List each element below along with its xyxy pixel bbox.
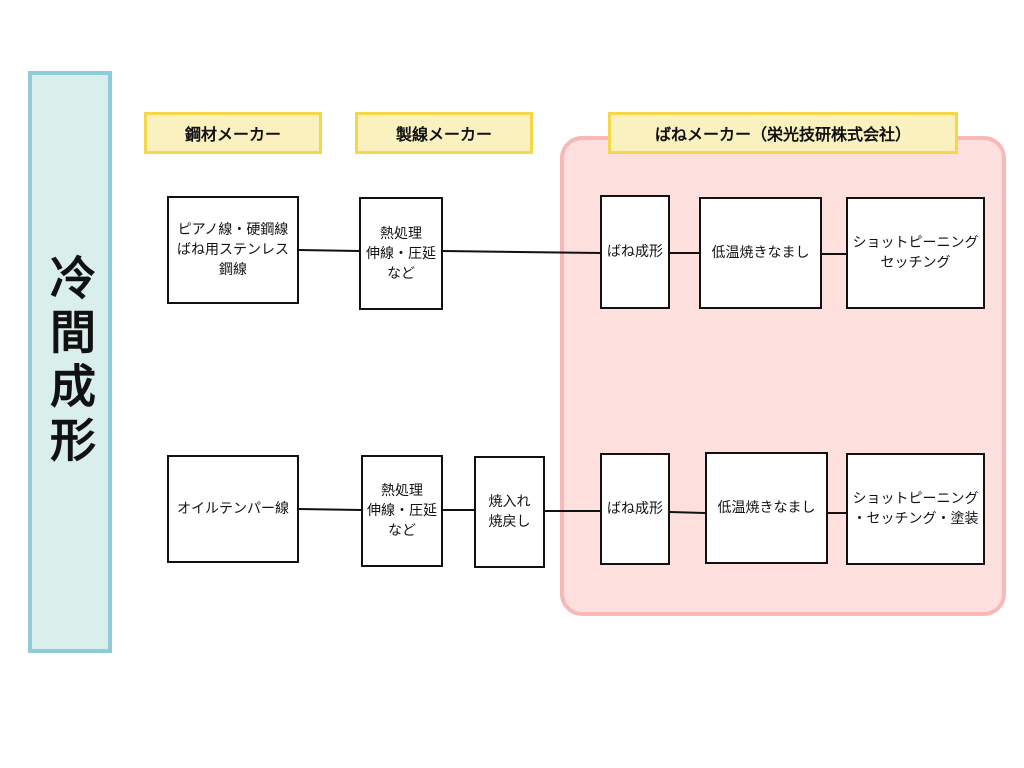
- edge-row1-material-wire: [298, 249, 360, 252]
- side-title-text: 冷間成形: [43, 254, 97, 470]
- edge-row1-wire-forming: [442, 250, 601, 254]
- row1-annealing-box: 低温焼きなまし: [699, 197, 822, 309]
- header-wire-maker: 製線メーカー: [355, 112, 533, 154]
- row2-annealing-box: 低温焼きなまし: [705, 452, 828, 564]
- header-spring-maker: ばねメーカー（栄光技研株式会社）: [608, 112, 958, 154]
- row1-finishing-box: ショットピーニング セッチング: [846, 197, 985, 309]
- row2-material-box: オイルテンパー線: [167, 455, 299, 563]
- row1-forming-box: ばね成形: [600, 195, 670, 309]
- row2-finishing-box: ショットピーニング ・セッチング・塗装: [846, 453, 985, 565]
- row2-forming-box: ばね成形: [600, 453, 670, 565]
- row1-wire-process-box: 熱処理 伸線・圧延 など: [359, 197, 443, 310]
- row2-wire-process-box: 熱処理 伸線・圧延 など: [361, 455, 443, 567]
- row1-material-box: ピアノ線・硬鋼線 ばね用ステンレス 鋼線: [167, 196, 299, 304]
- edge-row2-material-wire: [298, 508, 362, 511]
- row2-quench-temper-box: 焼入れ 焼戻し: [474, 456, 545, 568]
- header-steel-maker: 鋼材メーカー: [144, 112, 322, 154]
- side-title: 冷間成形: [28, 71, 112, 653]
- edge-row2-forming-annealing: [669, 511, 706, 514]
